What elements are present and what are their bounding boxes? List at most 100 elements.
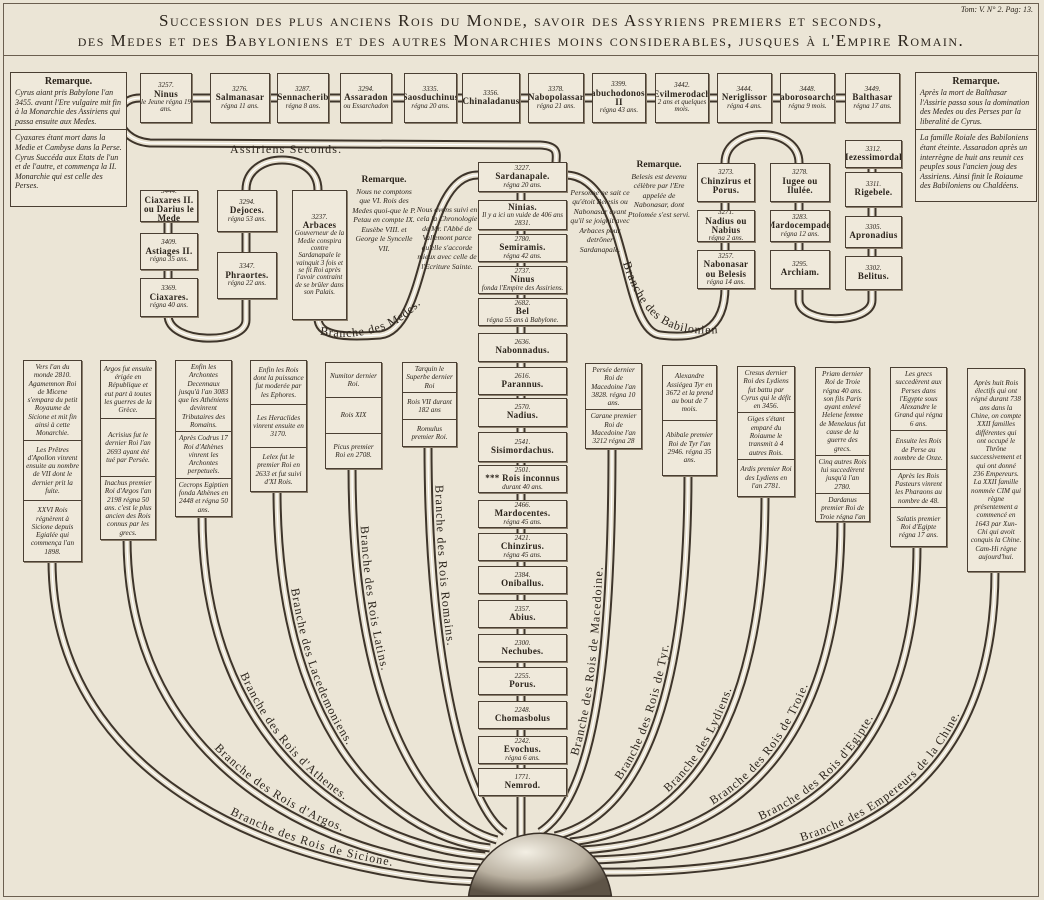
reign-note: régna 8 ans. [285, 101, 321, 110]
pipe-branch [554, 473, 689, 837]
pipe-branch [539, 446, 613, 833]
king-name: Archiam. [780, 267, 820, 278]
branch-box: Alexandre Assiégea Tyr en 3672 et la pre… [662, 365, 717, 476]
reign-note: ou Essarchadon [343, 101, 389, 110]
king-name: Salmanasar [215, 92, 265, 103]
remark-text: La famille Roiale des Babiloniens étant … [920, 133, 1029, 191]
year-label: 3273. [718, 168, 734, 177]
king-box-babylonian: 3295.Archiam. [770, 250, 830, 289]
branch-box-section: Dardanus premier Roi de Troie régna l'an… [816, 492, 869, 521]
king-name: Mezessimordak. [846, 151, 901, 162]
year-label: 2248. [514, 705, 531, 714]
branch-box-section: Vers l'an du monde 2810. Agamemnon Roi d… [27, 363, 78, 438]
reign-note: régna 14 ans. [706, 277, 746, 286]
reign-note: régna 43 ans. [599, 106, 639, 115]
branch-box-section: Persée dernier Roi de Macedoine l'an 382… [591, 366, 636, 408]
globe-icon [467, 832, 613, 897]
year-label: 3271. [718, 210, 734, 217]
reign-note: régna 20 ans. [503, 180, 542, 189]
king-name: Sennacherib [277, 92, 329, 103]
king-name: Chinaladanus [462, 95, 520, 106]
king-name: Bel [515, 306, 530, 317]
year-label: 3311. [865, 180, 882, 189]
reign-note: régna 12 ans. [780, 229, 820, 238]
reign-note: régna 9 mois. [788, 101, 827, 110]
year-label: 3283. [792, 212, 808, 221]
king-box-assyrian-first: 3227.Sardanapale.régna 20 ans. [478, 162, 567, 192]
remark-heading: Remarque. [952, 76, 1000, 87]
reign-note: régna 35 ans. [149, 255, 189, 264]
note-belesis-origin: Personne ne sait ce qu'étoit Belesis ou … [568, 188, 632, 254]
note-text: Nous avons suivi en cela la Chronologie … [416, 205, 478, 271]
king-box-assyrian-first: 2300.Nechubes. [478, 634, 567, 662]
king-box-mede: 3294.Dejoces.régna 53 ans. [217, 190, 277, 232]
branch-box-section: Les Prêtres d'Apollon vinrent ensuite au… [24, 439, 81, 501]
king-box-babylonian: 3273.Chinzirus et Porus. [697, 163, 755, 202]
king-box-assyrian: 3448.Laborosoarchodrégna 9 mois. [780, 73, 835, 123]
king-box-mede: 3347.Phraortes.régna 22 ans. [217, 252, 277, 299]
king-box-babylonian: 3305.Apronadius [845, 216, 902, 248]
king-name: Ninias. [508, 201, 537, 212]
remark-text: Après la mort de Balthasar l'Assirie pas… [920, 88, 1030, 126]
year-label: 1771. [514, 772, 531, 781]
branch-box-section: Picus premier Roi en 2708. [326, 432, 381, 468]
king-name: Laborosoarchod [780, 92, 834, 103]
king-name: Rigebele. [854, 187, 893, 198]
year-label: 3356. [483, 88, 499, 97]
year-label: 2255. [514, 671, 531, 680]
pipe-babylon-bottom [798, 287, 873, 320]
king-name: *** Rois inconnus [485, 473, 560, 484]
king-box-assyrian-first: 2636.Nabonnadus. [478, 333, 567, 362]
king-box-assyrian-first: 2242.Evochus.régna 6 ans. [478, 736, 567, 764]
pipe-branch [591, 544, 918, 861]
year-label: 3257. [718, 251, 734, 260]
king-name: Belitus. [857, 270, 890, 281]
pipe-branch [276, 489, 491, 849]
year-label: 3305. [865, 222, 882, 231]
king-box-mede: 3369.Ciaxares.régna 40 ans. [140, 278, 198, 317]
king-name: Ciaxares II. ou Darius le Mede [143, 194, 195, 222]
king-name: Parannus. [501, 378, 544, 389]
king-name: Iugee ou Ilulée. [782, 175, 818, 196]
branch-box-section: Acrisius fut le dernier Roi l'an 2693 ay… [101, 418, 155, 476]
reign-note: 2 ans et quelques mois. [657, 98, 707, 114]
king-name: Mardocentes. [494, 508, 551, 519]
king-box-babylonian: 3278.Iugee ou Ilulée. [770, 163, 830, 202]
king-box-assyrian-first: 2421.Chinzirus.régna 45 ans. [478, 533, 567, 561]
branch-box-section: Ardis premier Roi des Lydiens en l'an 27… [738, 458, 794, 496]
year-label: 2357. [514, 604, 531, 613]
king-box-assyrian-first: 2357.Abius. [478, 600, 567, 628]
king-name: Apronadius [849, 229, 898, 240]
year-label: 3312. [865, 144, 882, 153]
king-box-babylonian: 3312.Mezessimordak. [845, 140, 902, 168]
branch-box: Après huit Rois électifs qui ont régné d… [967, 368, 1025, 572]
year-label: 2384. [514, 570, 531, 579]
title-cartouche: Succession des plus anciens Rois du Mond… [3, 3, 1039, 56]
branch-box: Priam dernier Roi de Troie régna 40 ans.… [815, 367, 870, 522]
king-name: Nabonnadus. [495, 345, 550, 356]
reign-note: régna 6 ans. [505, 753, 540, 762]
year-label: 3444. [736, 84, 753, 93]
year-label: 3335. [422, 84, 439, 93]
reign-note: Gouverneur de la Medie conspira contre S… [294, 229, 345, 297]
king-name: Mardocempade. [770, 220, 830, 231]
branch-box-section: Abibale premier Roi de Tyr l'an 2946. ré… [663, 420, 716, 475]
king-name: Assaradon [344, 92, 388, 103]
assiriens-seconds-label: Assiriens Seconds. [230, 142, 341, 156]
svg-text:Assiriens Seconds.: Assiriens Seconds. [230, 142, 342, 156]
pipe-babylon-branch [564, 174, 726, 337]
reign-note: régna 40 ans. [149, 301, 189, 310]
pipe-branch [201, 514, 486, 857]
branch-box: Enfin les Archontes Decennaux jusqu'à l'… [175, 360, 232, 517]
remark-belesis: Remarque.Belesis est devenu célèbre par … [626, 160, 692, 219]
reign-note: régna 11 ans. [221, 101, 259, 110]
branch-box-section: Carane premier Roi de Macedoine l'an 321… [586, 409, 641, 448]
year-label: 3276. [232, 84, 248, 93]
branch-label: Branche des Lydiens. [661, 685, 734, 795]
king-name: Arbaces [302, 219, 337, 230]
